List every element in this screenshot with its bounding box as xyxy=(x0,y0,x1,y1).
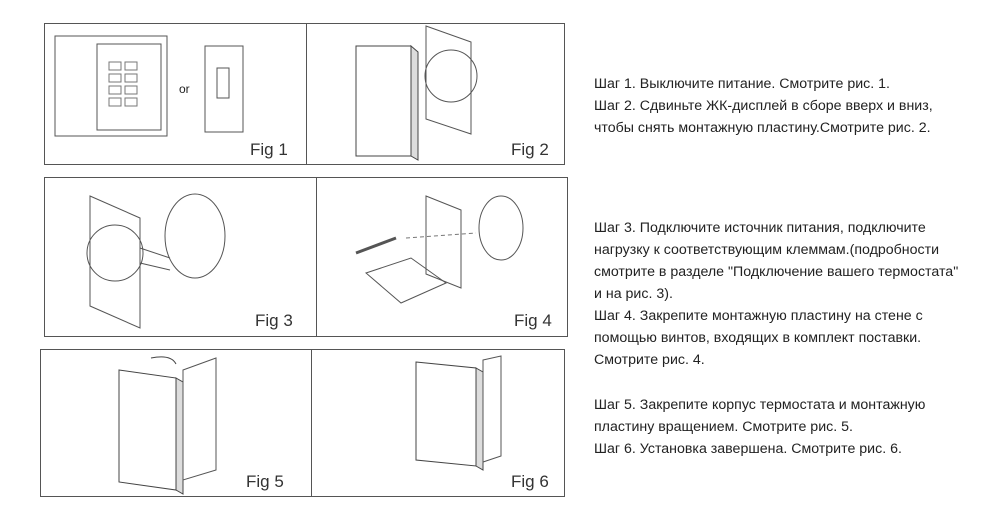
thermostat-removal-illustration xyxy=(355,25,478,161)
or-label: or xyxy=(179,82,190,96)
step-line: смотрите в разделе "Подключение вашего т… xyxy=(594,264,959,280)
step-line: Шаг 4. Закрепите монтажную пластину на с… xyxy=(594,308,923,324)
step-line: Шаг 3. Подключите источник питания, подк… xyxy=(594,220,926,236)
step-line: помощью винтов, входящих в комплект пост… xyxy=(594,330,922,346)
fig4-label: Fig 4 xyxy=(514,311,552,330)
step-line: Шаг 2. Сдвиньте ЖК-дисплей в сборе вверх… xyxy=(594,98,933,114)
fig3-label: Fig 3 xyxy=(255,311,293,330)
wiring-illustration xyxy=(86,193,226,329)
fig6-panel: Fig 6 xyxy=(311,350,564,496)
fig3-panel: Fig 3 xyxy=(45,178,317,336)
mounting-plate-illustration xyxy=(355,195,524,304)
thermostat-installed-illustration xyxy=(415,355,502,471)
step-line: Шаг 6. Установка завершена. Смотрите рис… xyxy=(594,441,902,457)
step-line: Шаг 1. Выключите питание. Смотрите рис. … xyxy=(594,76,890,92)
figure-row-1: or Fig 1 Fig 2 xyxy=(44,23,565,165)
fig2-label: Fig 2 xyxy=(511,140,549,159)
fig4-panel: Fig 4 xyxy=(316,178,567,336)
step-line: чтобы снять монтажную пластину.Смотрите … xyxy=(594,120,931,136)
breaker-panel-illustration xyxy=(54,35,244,137)
figure-row-3: Fig 5 Fig 6 xyxy=(40,349,565,497)
step-line: Смотрите рис. 4. xyxy=(594,352,705,368)
step-line: нагрузку к соответствующим клеммам.(подр… xyxy=(594,242,940,258)
fig5-panel: Fig 5 xyxy=(41,350,312,496)
fig5-label: Fig 5 xyxy=(246,472,284,491)
step-line: пластину вращением. Смотрите рис. 5. xyxy=(594,419,853,435)
fig6-label: Fig 6 xyxy=(511,472,549,491)
steps-1-2: Шаг 1. Выключите питание. Смотрите рис. … xyxy=(594,73,933,139)
thermostat-attach-illustration xyxy=(118,356,217,495)
step-line: и на рис. 3). xyxy=(594,286,673,302)
figure-row-2: Fig 3 Fig 4 xyxy=(44,177,568,337)
fig1-panel: or Fig 1 xyxy=(45,24,307,164)
fig2-panel: Fig 2 xyxy=(306,24,564,164)
steps-3-4: Шаг 3. Подключите источник питания, подк… xyxy=(594,217,958,371)
step-line: Шаг 5. Закрепите корпус термостата и мон… xyxy=(594,397,926,413)
fig1-label: Fig 1 xyxy=(250,140,288,159)
steps-5-6: Шаг 5. Закрепите корпус термостата и мон… xyxy=(594,394,925,460)
